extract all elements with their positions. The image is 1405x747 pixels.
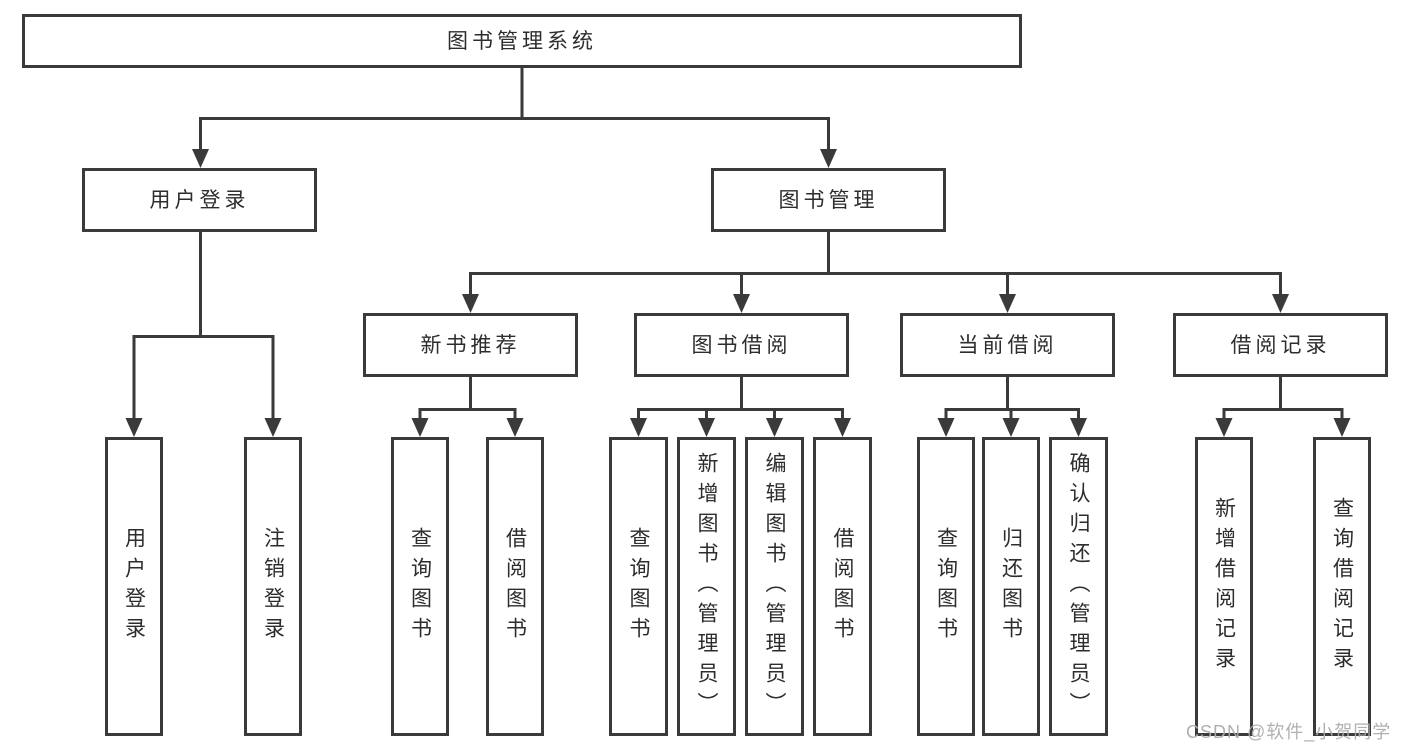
leaf-nbr-borrow-book: 借阅图书: [486, 437, 544, 736]
arrowheads: [125, 149, 1351, 437]
leaf-cb-return-book: 归还图书: [982, 437, 1040, 736]
leaf-br-add-record: 新增借阅记录: [1195, 437, 1253, 736]
leaf-bb-query-book: 查询图书: [609, 437, 668, 736]
leaf-logout: 注销登录: [244, 437, 302, 736]
leaf-cb-confirm-return-admin: 确认归还（管理员）: [1049, 437, 1108, 736]
leaf-user-login: 用户登录: [105, 437, 163, 736]
leaf-bb-borrow-book: 借阅图书: [813, 437, 872, 736]
node-root: 图书管理系统: [22, 14, 1022, 68]
leaf-bb-add-book-admin: 新增图书（管理员）: [677, 437, 736, 736]
watermark-text: CSDN @软件_小贺同学: [1186, 722, 1392, 742]
leaf-nbr-query-book: 查询图书: [391, 437, 449, 736]
node-borrow-records: 借阅记录: [1173, 313, 1388, 377]
leaf-cb-query-book: 查询图书: [917, 437, 975, 736]
node-book-borrow: 图书借阅: [634, 313, 849, 377]
node-current-borrow: 当前借阅: [900, 313, 1115, 377]
leaf-bb-edit-book-admin: 编辑图书（管理员）: [745, 437, 804, 736]
node-new-book-recommend: 新书推荐: [363, 313, 578, 377]
node-book-management: 图书管理: [711, 168, 946, 232]
node-user-login: 用户登录: [82, 168, 317, 232]
connector-paths: [132, 68, 1344, 420]
leaf-br-query-record: 查询借阅记录: [1313, 437, 1371, 736]
